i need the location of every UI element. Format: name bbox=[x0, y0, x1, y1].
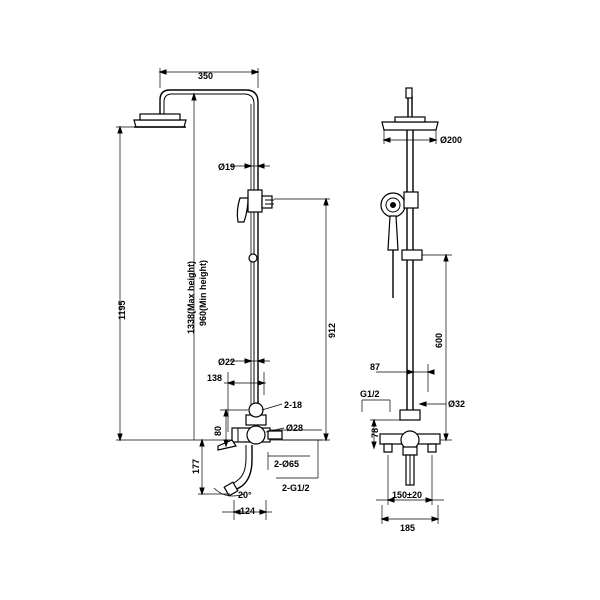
dim-pipe-dia-side: Ø32 bbox=[448, 399, 465, 409]
front-view bbox=[116, 68, 330, 520]
shower-arm bbox=[159, 89, 259, 420]
mixer-side bbox=[379, 409, 441, 486]
dim-wall-offset: 87 bbox=[370, 362, 380, 372]
dim-inlet-thread: 2-G1/2 bbox=[282, 483, 310, 493]
dim-mixer-height: 80 bbox=[213, 426, 223, 436]
side-view bbox=[361, 87, 452, 524]
dim-top-span: 350 bbox=[198, 71, 213, 81]
dim-head-dia: Ø200 bbox=[440, 135, 462, 145]
mixer-body bbox=[217, 402, 283, 497]
dim-floor-offset: 177 bbox=[191, 459, 201, 474]
dim-max-height: 1338(Max height) bbox=[186, 261, 196, 334]
dim-overall-width: 185 bbox=[400, 523, 415, 533]
dim-centers: 150±20 bbox=[392, 490, 422, 500]
rain-shower-head bbox=[133, 113, 187, 128]
dim-mixer-dia: Ø28 bbox=[286, 423, 303, 433]
dim-spout-angle: 20° bbox=[238, 490, 252, 500]
dim-min-height: 960(Min height) bbox=[198, 260, 208, 326]
dim-handset-height: 600 bbox=[434, 333, 444, 348]
dim-flange-dia: 2-Ø65 bbox=[274, 459, 299, 469]
dim-mixer-side-height: 78 bbox=[370, 428, 380, 438]
rain-head-side bbox=[381, 116, 439, 131]
handshower-side bbox=[380, 191, 423, 298]
dim-spout-reach: 138 bbox=[207, 373, 222, 383]
dim-spout-length: 124 bbox=[240, 506, 255, 516]
dim-slider-travel: 912 bbox=[327, 323, 337, 338]
dim-head-height: 1195 bbox=[117, 300, 127, 320]
dim-pipe-dia-upper: Ø19 bbox=[218, 162, 235, 172]
dim-connector-count: 2-18 bbox=[284, 400, 302, 410]
dim-thread-side: G1/2 bbox=[360, 389, 380, 399]
handset-slider bbox=[236, 189, 274, 263]
dim-pipe-dia-lower: Ø22 bbox=[218, 357, 235, 367]
